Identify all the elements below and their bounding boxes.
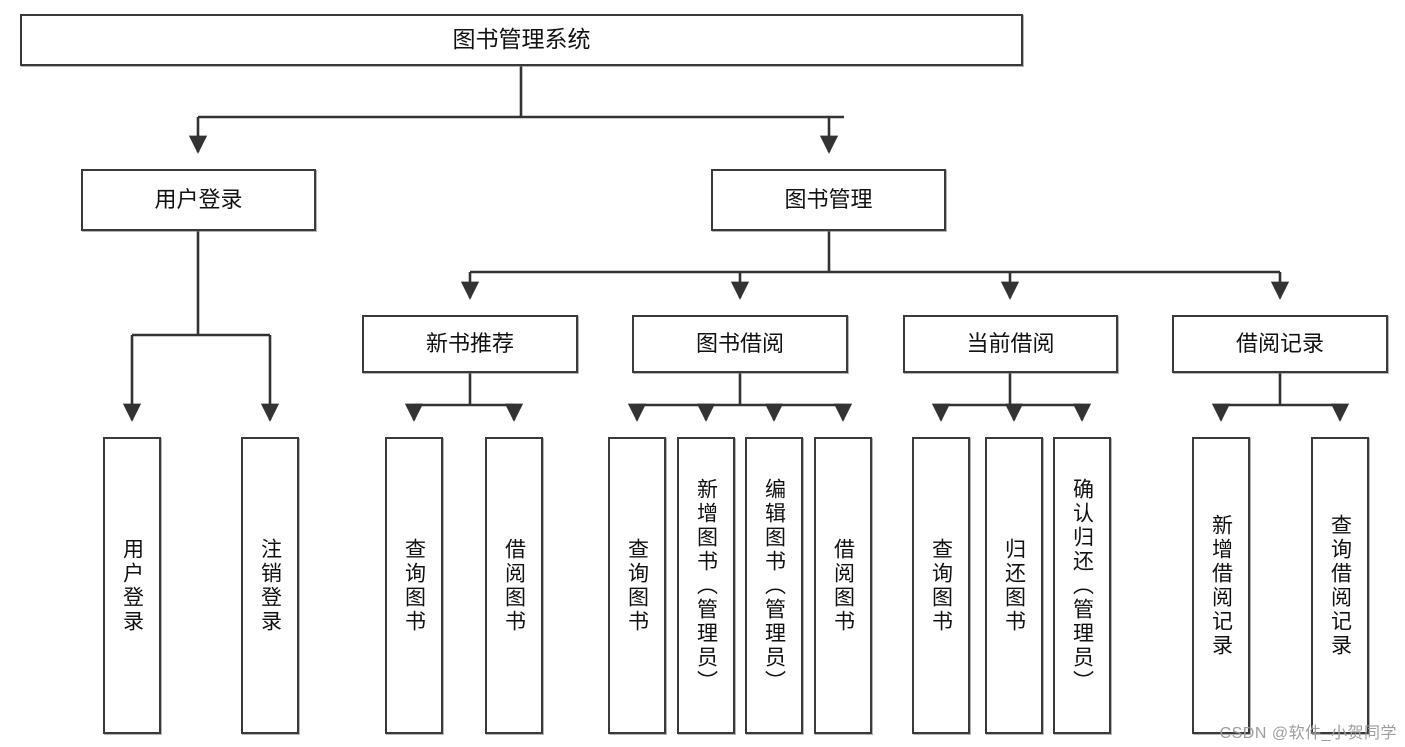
- leaf-return-book-label: 归还图书: [1002, 537, 1026, 634]
- leaf-add-borrow-record[interactable]: 新增借阅记录: [1192, 437, 1250, 734]
- leaf-borrow-book-label: 借阅图书: [831, 537, 855, 634]
- node-book-management[interactable]: 图书管理: [711, 169, 946, 231]
- leaf-query-book-borrow[interactable]: 查询图书: [608, 437, 666, 734]
- node-current-borrow[interactable]: 当前借阅: [903, 315, 1118, 373]
- node-book-borrow[interactable]: 图书借阅: [632, 315, 848, 373]
- leaf-query-book-borrow-label: 查询图书: [625, 537, 649, 634]
- leaf-user-login-label: 用户登录: [120, 537, 144, 634]
- node-borrow-record-label: 借阅记录: [1235, 331, 1324, 357]
- leaf-confirm-return-admin[interactable]: 确认归还（管理员）: [1053, 437, 1111, 734]
- leaf-query-borrow-record-label: 查询借阅记录: [1328, 513, 1352, 658]
- node-user-login-label: 用户登录: [154, 187, 243, 213]
- leaf-borrow-book-newbook[interactable]: 借阅图书: [485, 437, 543, 734]
- leaf-logout[interactable]: 注销登录: [241, 437, 299, 734]
- leaf-add-book-admin[interactable]: 新增图书（管理员）: [677, 437, 735, 734]
- leaf-query-book-newbook[interactable]: 查询图书: [385, 437, 443, 734]
- node-root[interactable]: 图书管理系统: [20, 14, 1023, 66]
- csdn-watermark: CSDN @软件_小贺同学: [1219, 725, 1397, 742]
- leaf-query-book-current[interactable]: 查询图书: [912, 437, 970, 734]
- leaf-borrow-book[interactable]: 借阅图书: [814, 437, 872, 734]
- leaf-query-book-current-label: 查询图书: [929, 537, 953, 634]
- node-new-book-recommend-label: 新书推荐: [425, 331, 514, 357]
- node-user-login[interactable]: 用户登录: [81, 169, 316, 231]
- node-book-borrow-label: 图书借阅: [695, 331, 784, 357]
- leaf-edit-book-admin[interactable]: 编辑图书（管理员）: [745, 437, 803, 734]
- leaf-user-login[interactable]: 用户登录: [103, 437, 161, 734]
- node-borrow-record[interactable]: 借阅记录: [1172, 315, 1388, 373]
- node-new-book-recommend[interactable]: 新书推荐: [362, 315, 578, 373]
- leaf-add-borrow-record-label: 新增借阅记录: [1209, 513, 1233, 658]
- leaf-return-book[interactable]: 归还图书: [985, 437, 1043, 734]
- leaf-borrow-book-newbook-label: 借阅图书: [502, 537, 526, 634]
- leaf-add-book-admin-label: 新增图书（管理员）: [694, 477, 718, 694]
- node-book-management-label: 图书管理: [784, 187, 873, 213]
- leaf-query-borrow-record[interactable]: 查询借阅记录: [1311, 437, 1369, 734]
- leaf-confirm-return-admin-label: 确认归还（管理员）: [1070, 477, 1094, 694]
- node-current-borrow-label: 当前借阅: [966, 331, 1055, 357]
- leaf-edit-book-admin-label: 编辑图书（管理员）: [762, 477, 786, 694]
- leaf-logout-label: 注销登录: [258, 537, 282, 634]
- node-root-label: 图书管理系统: [452, 26, 591, 53]
- leaf-query-book-newbook-label: 查询图书: [402, 537, 426, 634]
